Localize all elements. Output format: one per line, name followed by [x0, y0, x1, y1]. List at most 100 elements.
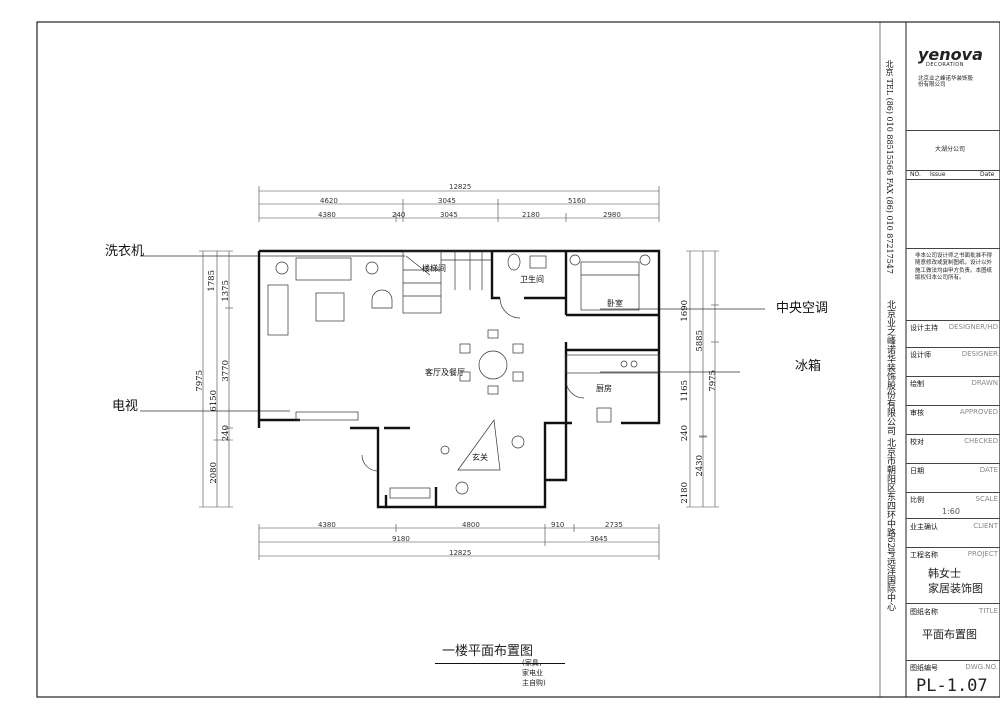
row-approved: 审核 — [910, 409, 924, 417]
company-name: 北京业之峰诺华装饰股份有限公司 — [918, 76, 974, 88]
room-label-bath: 卫生间 — [520, 275, 544, 284]
room-label-entry: 玄关 — [472, 453, 488, 462]
dim-top-row3-4: 2180 — [522, 211, 540, 219]
drawing-label: 图纸名称 — [910, 608, 938, 616]
drawing-note-2: 家电业 — [522, 669, 543, 677]
dimension-lines — [199, 186, 719, 560]
branch-name: 大湖分公司 — [935, 146, 966, 153]
dim-left-inner-3: 3770 — [221, 360, 231, 382]
room-label-living: 客厅及餐厅 — [425, 368, 465, 377]
drawing-note-1: (家具， — [522, 659, 546, 667]
drawing-name: 平面布置图 — [922, 628, 977, 641]
dim-top-total: 12825 — [449, 183, 472, 191]
dim-bottom-row1-4: 2735 — [605, 521, 623, 529]
dim-top-row3-5: 2980 — [603, 211, 621, 219]
tb-line-project — [906, 547, 1000, 548]
drawing-note-3: 主自购) — [522, 679, 546, 687]
tb-line-drawing — [906, 603, 1000, 604]
tb-line-row5 — [906, 463, 1000, 464]
row-designer-hd: 设计主持 — [910, 324, 938, 332]
project-name-1: 韩女士 — [928, 567, 961, 580]
room-label-kitchen: 厨房 — [596, 384, 612, 393]
tb-line-notice — [906, 248, 1000, 249]
row-client-en: CLIENT — [973, 522, 998, 530]
drawing-number: PL-1.07 — [916, 676, 988, 696]
room-label-bedroom: 卧室 — [607, 299, 623, 308]
project-name-2: 家居装饰图 — [928, 582, 983, 595]
dim-right-inner-3: 240 — [680, 425, 690, 442]
tb-line-row4 — [906, 434, 1000, 435]
tb-line-row1 — [906, 347, 1000, 348]
company-contact-vertical: 北京 TEL (86) 010 88515566 FAX (86) 010 87… — [885, 60, 894, 274]
row-drawn: 绘制 — [910, 380, 924, 388]
dim-bottom-row2-2: 3645 — [590, 535, 608, 543]
tb-line-row7 — [906, 518, 1000, 519]
rev-no: NO. — [910, 171, 921, 178]
callout-tv: 电视 — [112, 399, 139, 414]
room-label-stair: 楼梯间 — [422, 264, 446, 273]
dim-top-row3-2: 240 — [392, 211, 406, 219]
row-drawn-en: DRAWN — [971, 379, 998, 387]
tb-line-rev — [906, 170, 1000, 171]
number-label: 图纸编号 — [910, 664, 938, 672]
tb-line-row0 — [906, 320, 1000, 321]
dim-bottom-row1-3: 910 — [551, 521, 565, 529]
rev-issue: Issue — [930, 171, 946, 178]
dim-left-inner-4: 240 — [221, 425, 231, 442]
tb-line-rev2 — [906, 179, 1000, 180]
dim-top-row2-2: 3045 — [438, 197, 456, 205]
tb-line-number — [906, 660, 1000, 661]
callout-leaders — [140, 255, 765, 412]
dim-top-row2-3: 5160 — [568, 197, 586, 205]
row-designer: 设计师 — [910, 351, 931, 359]
tb-line-row3 — [906, 405, 1000, 406]
dim-right-outer: 7975 — [708, 370, 718, 392]
callout-fridge: 冰箱 — [795, 359, 822, 374]
dim-left-mid-1: 6150 — [209, 390, 219, 412]
dim-left-outer: 7975 — [195, 370, 205, 392]
row-date: 日期 — [910, 467, 924, 475]
sheet-border — [36, 21, 1000, 698]
callout-washer: 洗衣机 — [105, 244, 145, 259]
company-address-vertical: 北京业之峰诺华装饰股份有限公司 北京市朝阳区东四环中路62号远洋国际中心 — [885, 300, 895, 612]
dim-left-inner-1: 1785 — [207, 270, 217, 292]
dim-top-row3-1: 4380 — [318, 211, 336, 219]
dim-bottom-row2-1: 9180 — [392, 535, 410, 543]
row-checked: 校对 — [910, 438, 924, 446]
dim-left-inner-2: 1375 — [221, 280, 231, 302]
dim-top-row2-1: 4620 — [320, 197, 338, 205]
row-designer-hd-en: DESIGNER/HD — [948, 323, 998, 331]
scale-value: 1:60 — [942, 507, 960, 516]
title-underline — [435, 663, 565, 664]
dim-right-inner-1: 1690 — [680, 300, 690, 322]
dim-left-mid-2: 2080 — [209, 462, 219, 484]
row-date-en: DATE — [979, 466, 998, 474]
dim-right-mid-3: 2180 — [680, 482, 690, 504]
row-approved-en: APPROVED — [959, 408, 998, 416]
furniture — [267, 250, 660, 499]
logo: yenova — [918, 45, 983, 64]
dim-right-mid-2: 2430 — [695, 455, 705, 477]
tb-line-branch — [906, 130, 1000, 131]
rev-date: Date — [980, 171, 995, 178]
tb-line-row6 — [906, 492, 1000, 493]
row-client: 业主确认 — [910, 523, 938, 531]
dim-right-mid-1: 5885 — [695, 330, 705, 352]
project-label: 工程名称 — [910, 551, 938, 559]
logo-sub: DECORATION — [926, 62, 964, 68]
drawing-label-en: TITLE — [979, 607, 998, 615]
project-label-en: PROJECT — [967, 550, 998, 558]
dim-bottom-row1-2: 4800 — [462, 521, 480, 529]
callout-ac: 中央空调 — [776, 301, 829, 316]
dim-bottom-total: 12825 — [449, 549, 472, 557]
dim-bottom-row1-1: 4380 — [318, 521, 336, 529]
row-designer-en: DESIGNER — [961, 350, 998, 358]
row-checked-en: CHECKED — [964, 437, 998, 445]
dim-right-inner-2: 1165 — [680, 380, 690, 402]
row-scale-en: SCALE — [975, 495, 998, 503]
tb-line-row2 — [906, 376, 1000, 377]
drawing-title: 一楼平面布置图 — [442, 644, 534, 659]
row-scale: 比例 — [910, 496, 924, 504]
number-label-en: DWG.NO. — [965, 663, 998, 671]
